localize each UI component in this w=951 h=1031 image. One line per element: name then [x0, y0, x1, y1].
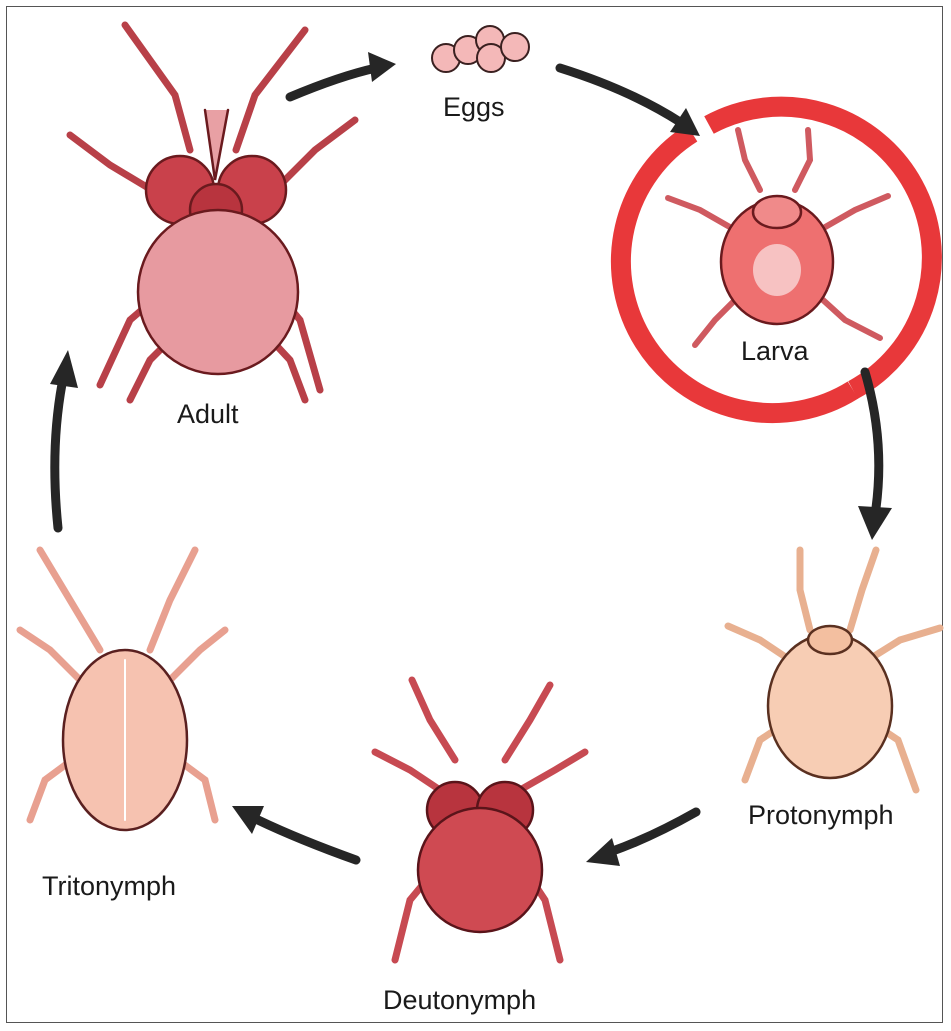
larva-mite-illustration — [668, 130, 888, 345]
deutonymph-mite-illustration — [375, 680, 585, 960]
arrow-deutonymph-to-tritonymph — [232, 806, 356, 860]
arrow-eggs-to-larva — [560, 68, 700, 136]
protonymph-mite-illustration — [728, 550, 940, 790]
eggs-illustration — [432, 26, 529, 72]
arrow-protonymph-to-deutonymph — [586, 812, 696, 866]
arrow-adult-to-eggs — [290, 52, 396, 97]
stage-label-eggs: Eggs — [443, 94, 505, 121]
stage-label-protonymph: Protonymph — [748, 802, 894, 829]
stage-label-adult: Adult — [177, 401, 239, 428]
arrow-larva-to-protonymph — [858, 372, 892, 540]
arrow-tritonymph-to-adult — [50, 350, 78, 528]
stage-label-larva: Larva — [741, 338, 809, 365]
tritonymph-mite-illustration — [20, 550, 225, 830]
stage-label-tritonymph: Tritonymph — [42, 873, 176, 900]
adult-mite-illustration — [70, 25, 355, 400]
stage-label-deutonymph: Deutonymph — [383, 987, 536, 1014]
